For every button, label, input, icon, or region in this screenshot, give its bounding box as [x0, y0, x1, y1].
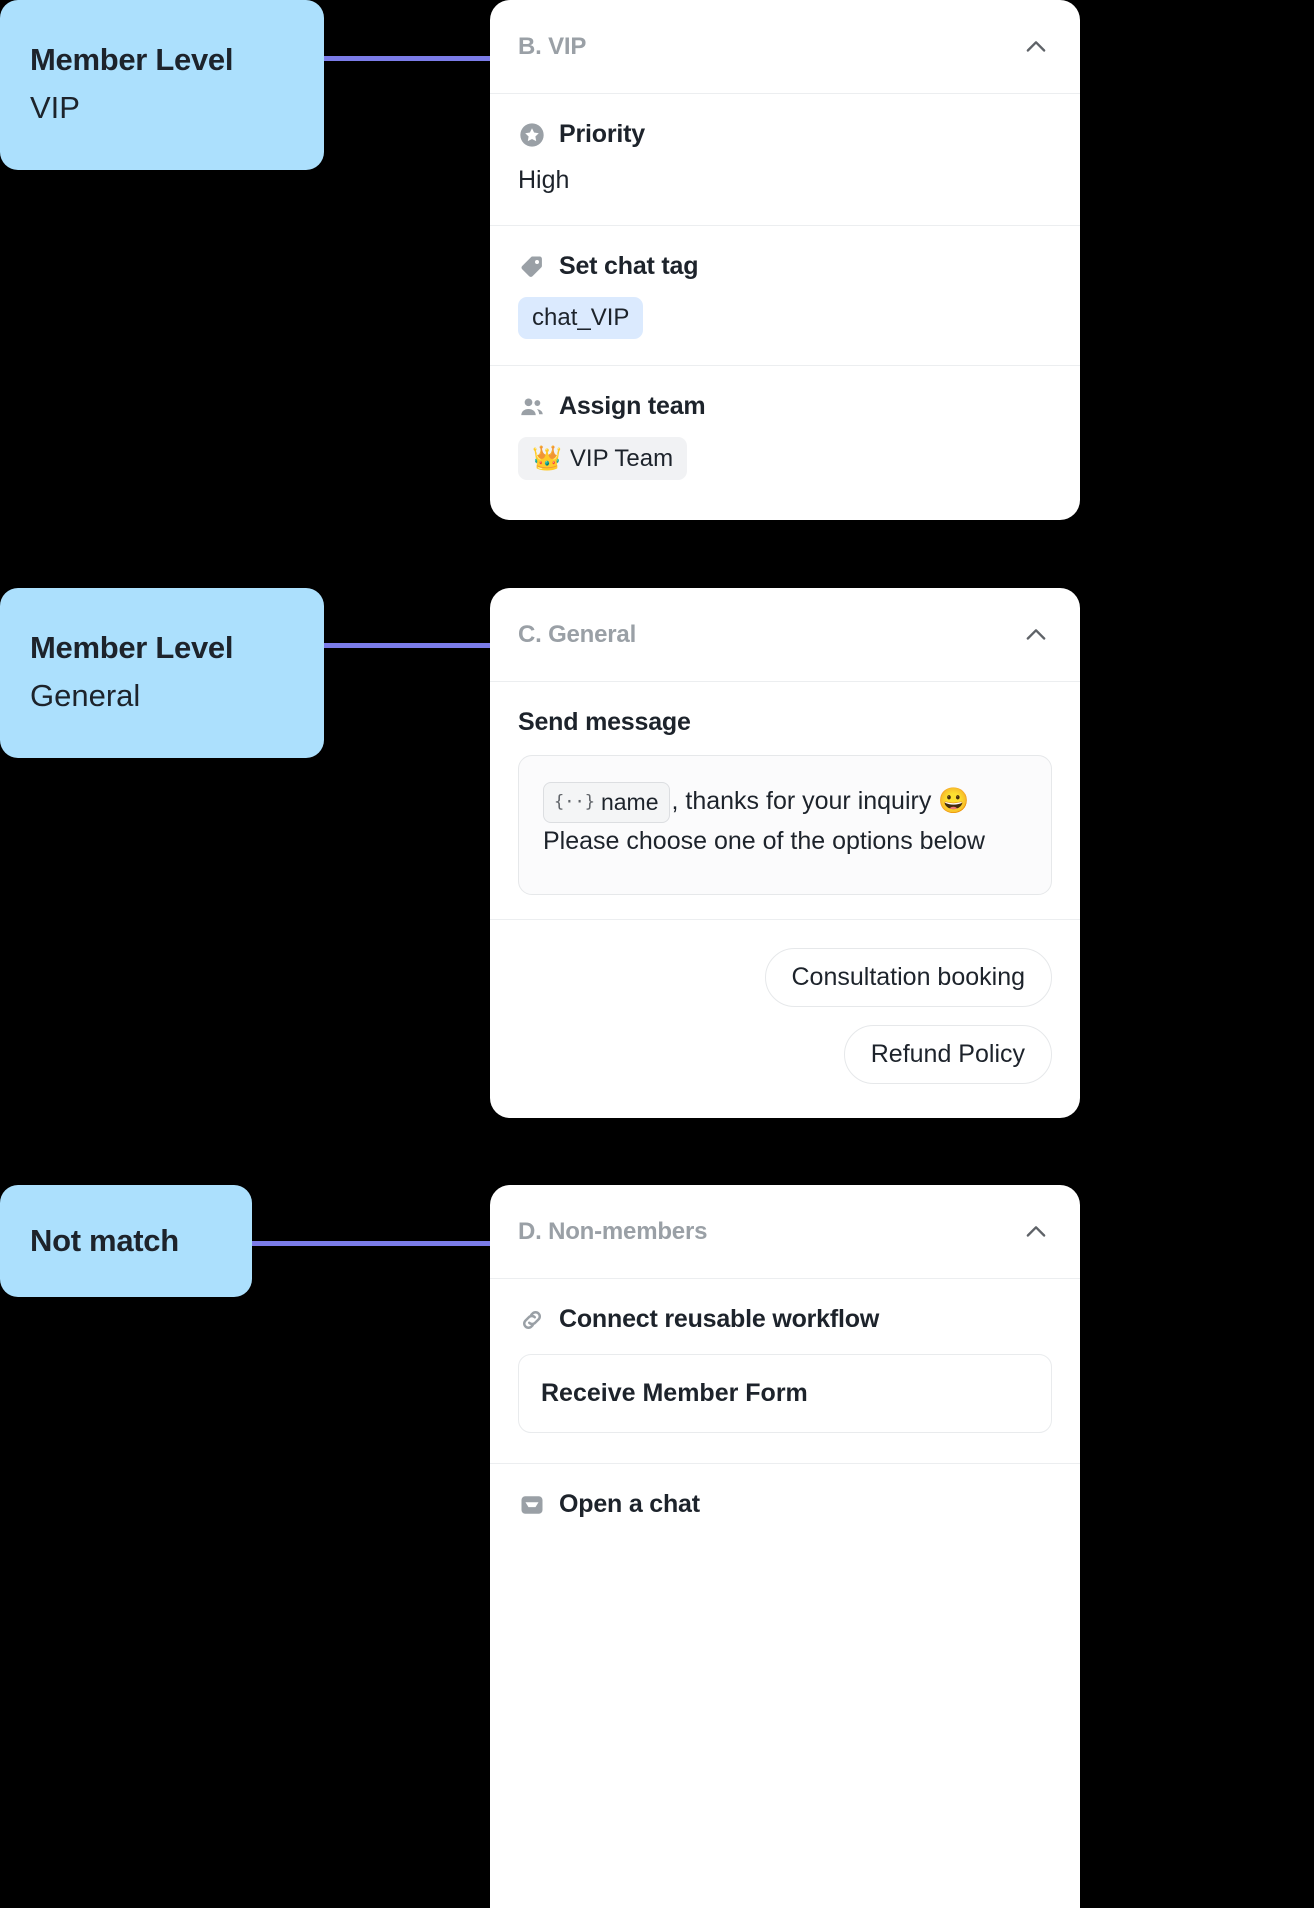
- card-title: C. General: [518, 620, 637, 648]
- message-text-rest: , thanks for your inquiry 😀: [671, 786, 970, 815]
- quick-reply-button-refund-policy[interactable]: Refund Policy: [843, 1025, 1052, 1084]
- card-header-general[interactable]: C. General: [490, 588, 1080, 681]
- chevron-up-icon[interactable]: [1022, 33, 1050, 61]
- section-connect-reusable-workflow[interactable]: Connect reusable workflow Receive Member…: [490, 1279, 1080, 1463]
- chip-text: chat_VIP: [532, 304, 630, 331]
- section-label: Set chat tag: [559, 252, 699, 280]
- divider: [490, 225, 1080, 226]
- chip-text: VIP Team: [569, 444, 674, 472]
- quick-reply-button-consultation-booking[interactable]: Consultation booking: [764, 948, 1052, 1007]
- chat-tag-chip[interactable]: chat_VIP: [518, 297, 644, 339]
- condition-title: Not match: [30, 1222, 179, 1258]
- divider: [490, 681, 1080, 682]
- section-open-a-chat[interactable]: Open a chat: [490, 1464, 1080, 1549]
- card-header-non-members[interactable]: D. Non-members: [490, 1185, 1080, 1278]
- message-line-2: Please choose one of the options below: [543, 826, 985, 855]
- message-line-1: {··} name , thanks for your inquiry 😀: [543, 782, 1027, 823]
- section-label: Connect reusable workflow: [559, 1305, 880, 1333]
- divider: [490, 1463, 1080, 1464]
- section-label: Open a chat: [559, 1490, 700, 1518]
- condition-title: Member Level: [30, 629, 234, 665]
- assign-team-chip[interactable]: 👑 VIP Team: [518, 437, 688, 480]
- divider: [490, 1278, 1080, 1279]
- people-icon: [518, 393, 546, 421]
- card-title: B. VIP: [518, 32, 587, 60]
- divider: [490, 919, 1080, 920]
- curly-brace-icon: {··}: [554, 791, 595, 812]
- priority-value: High: [518, 166, 570, 194]
- connector-vip: [318, 56, 494, 61]
- section-set-chat-tag[interactable]: Set chat tag chat_VIP: [490, 226, 1080, 365]
- tag-icon: [518, 253, 546, 281]
- action-card-non-members: D. Non-members Connect reusable workflow…: [490, 1185, 1080, 1908]
- section-priority[interactable]: Priority High: [490, 94, 1080, 225]
- action-card-vip: B. VIP Priority High: [490, 0, 1080, 520]
- message-bubble[interactable]: {··} name , thanks for your inquiry 😀 Pl…: [518, 755, 1052, 895]
- send-message-label: Send message: [518, 708, 691, 736]
- crown-emoji: 👑: [532, 445, 562, 472]
- quick-reply-list: Consultation booking Refund Policy: [490, 920, 1080, 1118]
- section-label: Priority: [559, 120, 645, 148]
- condition-value: VIP: [30, 90, 80, 126]
- variable-pill[interactable]: {··} name: [543, 782, 670, 823]
- connector-general: [318, 643, 494, 648]
- condition-node-member-level-vip[interactable]: Member Level VIP: [0, 0, 324, 170]
- link-icon: [518, 1306, 546, 1334]
- divider: [490, 365, 1080, 366]
- connector-notmatch: [248, 1241, 496, 1246]
- card-title: D. Non-members: [518, 1217, 708, 1245]
- star-badge-icon: [518, 121, 546, 149]
- condition-node-member-level-general[interactable]: Member Level General: [0, 588, 324, 758]
- card-header-vip[interactable]: B. VIP: [490, 0, 1080, 93]
- chevron-up-icon[interactable]: [1022, 1218, 1050, 1246]
- section-label: Assign team: [559, 392, 706, 420]
- section-send-message[interactable]: Send message {··} name , thanks for your…: [490, 682, 1080, 919]
- divider: [490, 93, 1080, 94]
- chevron-up-icon[interactable]: [1022, 621, 1050, 649]
- inbox-icon: [518, 1491, 546, 1519]
- variable-name: name: [600, 789, 659, 815]
- condition-value: General: [30, 678, 141, 714]
- condition-node-not-match[interactable]: Not match: [0, 1185, 252, 1297]
- workflow-select-box[interactable]: Receive Member Form: [518, 1354, 1052, 1433]
- action-card-general: C. General Send message {··} name , than…: [490, 588, 1080, 1118]
- section-assign-team[interactable]: Assign team 👑 VIP Team: [490, 366, 1080, 510]
- condition-title: Member Level: [30, 41, 234, 77]
